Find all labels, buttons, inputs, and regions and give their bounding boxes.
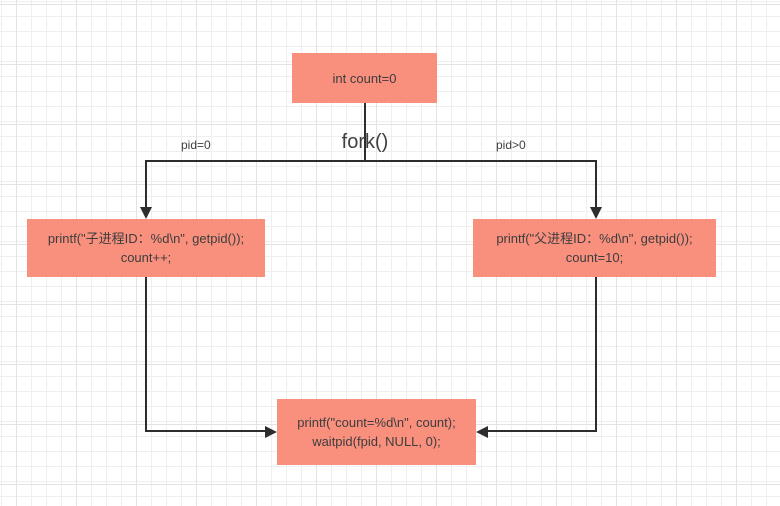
arrowhead-into-join-right [476,426,488,438]
edge-parent-down[interactable] [595,277,597,432]
edge-child-down[interactable] [145,277,147,432]
branch-label-pid-equals-0[interactable]: pid=0 [181,138,211,152]
edge-right-branch-down[interactable] [595,160,597,208]
node-parent-line1: printf("父进程ID：%d\n", getpid()); [496,231,693,246]
node-join-waitpid[interactable]: printf("count=%d\n", count); waitpid(fpi… [277,399,476,465]
node-child-line1: printf("子进程ID：%d\n", getpid()); [47,231,245,246]
node-join-line1: printf("count=%d\n", count); [297,415,456,430]
node-parent-line2: count=10; [565,250,624,265]
arrowhead-into-child-node [140,207,152,219]
node-child-process[interactable]: printf("子进程ID：%d\n", getpid()); count++; [27,219,265,277]
edge-init-to-fork[interactable] [364,103,366,161]
arrowhead-into-parent-node [590,207,602,219]
node-parent-process[interactable]: printf("父进程ID：%d\n", getpid()); count=10… [473,219,716,277]
edge-left-branch-down[interactable] [145,160,147,208]
node-join-line2: waitpid(fpid, NULL, 0); [312,434,441,449]
edge-child-to-join[interactable] [145,430,267,432]
fork-call-label[interactable]: fork() [341,131,389,153]
node-init-count-label: int count=0 [332,70,397,86]
edge-fork-branch-horizontal[interactable] [145,160,597,162]
node-init-count[interactable]: int count=0 [292,53,437,103]
edge-parent-to-join[interactable] [488,430,597,432]
branch-label-pid-greater-0[interactable]: pid>0 [496,138,526,152]
node-child-line2: count++; [120,250,172,265]
arrowhead-into-join-left [265,426,277,438]
